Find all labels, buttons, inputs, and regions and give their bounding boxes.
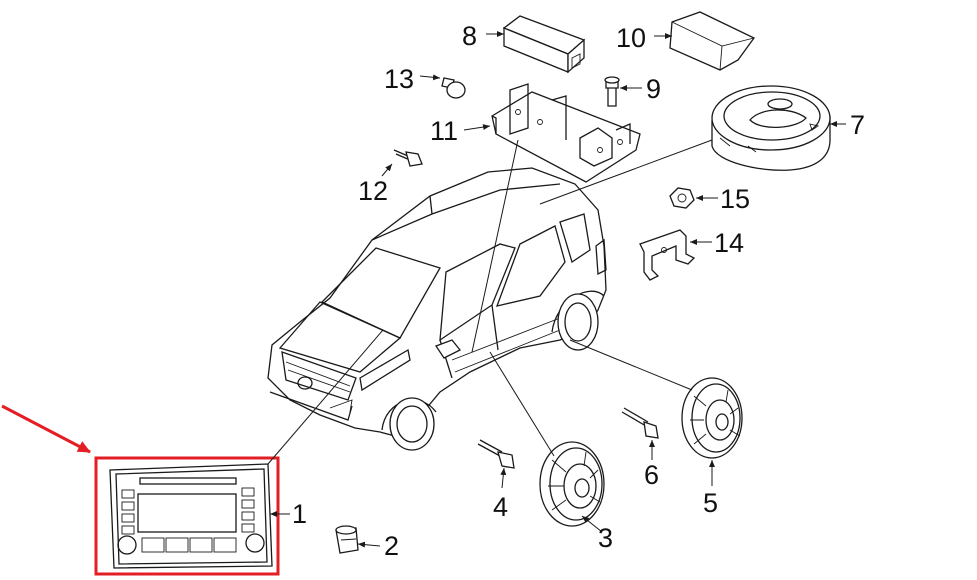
callout-12: 12 (358, 176, 388, 206)
callout-7: 7 (850, 110, 865, 140)
highlight-box (94, 456, 280, 576)
part-7-subwoofer (539, 85, 831, 205)
callout-5: 5 (703, 488, 718, 518)
part-5-speaker (569, 339, 743, 459)
highlight-arrow (1, 404, 91, 454)
callout-4: 4 (493, 492, 508, 522)
part-8-module (502, 15, 586, 74)
part-11-bracket (471, 83, 641, 353)
callout-2: 2 (384, 531, 399, 561)
callout-6: 6 (644, 460, 659, 490)
part-6-screw (621, 407, 659, 439)
callout-15: 15 (720, 184, 750, 214)
callout-leaders (270, 31, 846, 548)
vehicle (267, 167, 607, 451)
part-14-bracket (639, 229, 696, 281)
callout-11: 11 (430, 116, 458, 146)
callout-numbers: 1 2 3 4 5 6 7 8 9 10 11 12 13 14 15 (292, 21, 865, 561)
part-4-screw (477, 439, 515, 469)
part-3-speaker (489, 351, 605, 527)
part-2-clip (335, 525, 359, 554)
callout-14: 14 (714, 228, 744, 258)
part-15-nut (669, 187, 695, 209)
callout-1: 1 (292, 499, 307, 529)
callout-3: 3 (598, 523, 613, 553)
part-12-bolt (393, 149, 423, 167)
radio-unit (94, 329, 384, 576)
callout-13: 13 (384, 64, 414, 94)
callout-10: 10 (616, 23, 646, 53)
callout-8: 8 (462, 21, 477, 51)
part-9-bolt (604, 76, 620, 107)
part-13-fastener (441, 77, 466, 99)
callout-9: 9 (646, 74, 661, 104)
part-10-cover (669, 11, 755, 71)
